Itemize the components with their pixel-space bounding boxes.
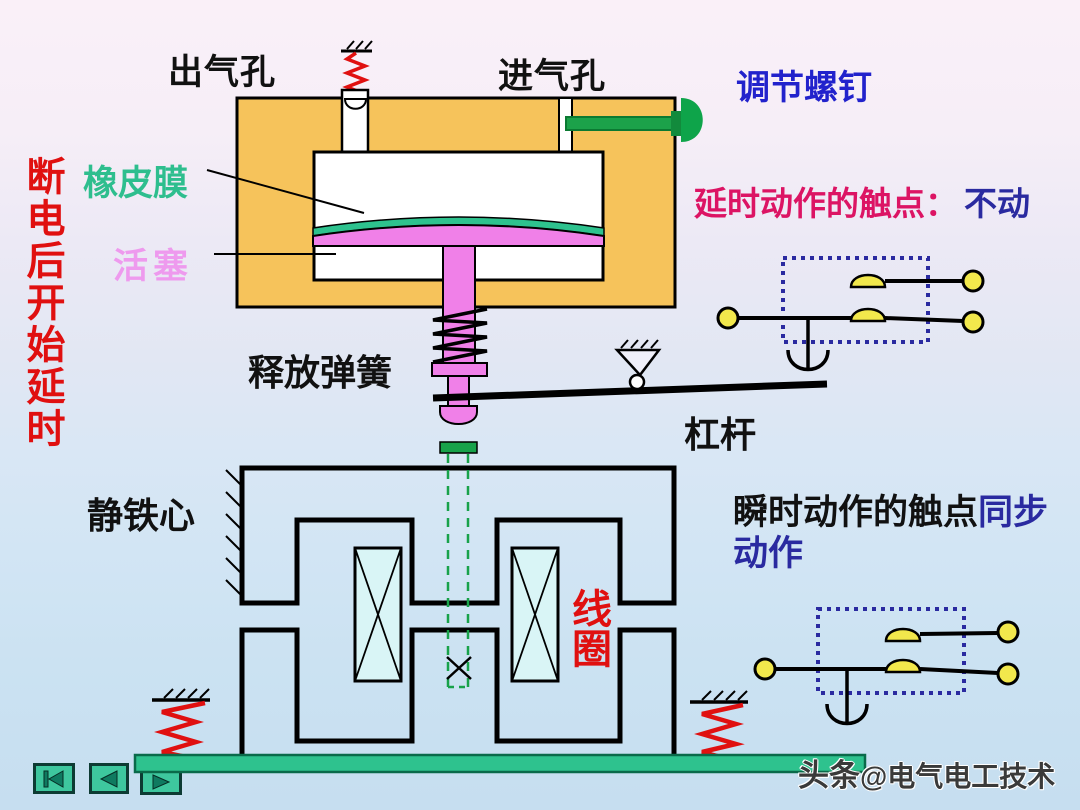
piston <box>312 224 605 247</box>
pivot-triangle <box>614 348 662 377</box>
delayed-contact-symbol <box>716 256 985 372</box>
instant-contact-state-1: 同步 <box>978 493 1049 532</box>
pivot-pin <box>628 373 646 391</box>
outlet-tube <box>340 88 370 155</box>
rubber-membrane <box>312 216 605 237</box>
rubber-membrane-label: 橡皮膜 <box>83 164 189 203</box>
instant-contact-symbol <box>753 607 1020 726</box>
valve-spring <box>341 40 373 93</box>
instant-contact-label: 瞬时动作的触点 <box>733 493 979 532</box>
release-spring-label: 释放弹簧 <box>248 352 393 393</box>
armature-spring-left <box>152 688 210 760</box>
outlet-hole-label: 出气孔 <box>168 53 277 92</box>
watermark-brand: 头条 <box>798 758 860 793</box>
pneumatic-chamber <box>235 88 677 365</box>
instant-contact-caption: 瞬时动作的触点同步动作 <box>733 492 1068 574</box>
piston-rod <box>442 245 476 365</box>
coil-left <box>353 546 403 683</box>
lever <box>432 380 828 402</box>
outlet-valve-dome <box>343 98 368 110</box>
lever-label: 杠杆 <box>684 414 757 455</box>
static-core <box>239 465 677 606</box>
nav-first-button[interactable] <box>33 763 75 794</box>
adjusting-screw <box>565 98 703 142</box>
base-bar <box>133 753 867 774</box>
armature-spring-right <box>690 690 748 760</box>
watermark-handle: @电气电工技术 <box>860 761 1056 792</box>
air-chamber <box>312 150 605 282</box>
delayed-contact-label: 延时动作的触点： <box>694 185 958 222</box>
static-core-label: 静铁心 <box>87 495 196 536</box>
hidden-rod-dashed <box>446 454 472 689</box>
skip-to-first-icon <box>43 769 64 788</box>
piston-label: 活塞 <box>113 247 194 286</box>
wall-hatching <box>225 469 243 597</box>
leader-lines <box>206 169 365 255</box>
coil-label: 线圈 <box>566 588 610 668</box>
delayed-contact-caption: 延时动作的触点：不动 <box>694 177 1030 225</box>
release-spring <box>432 307 488 364</box>
lever-assembly <box>432 339 828 402</box>
inlet-tube <box>558 97 573 156</box>
coil-right <box>510 546 560 683</box>
side-note-label: 断电后开始延时 <box>21 156 64 450</box>
watermark: 头条 @电气电工技术 <box>798 750 1055 795</box>
inlet-hole-label: 进气孔 <box>498 57 607 96</box>
previous-icon <box>99 769 118 788</box>
instant-contact-state-2: 动作 <box>733 534 804 573</box>
nav-previous-button[interactable] <box>89 763 129 794</box>
release-spring-assembly <box>431 307 488 454</box>
next-icon <box>152 773 171 790</box>
rod-connector <box>439 441 478 454</box>
adjust-screw-label: 调节螺钉 <box>736 69 872 107</box>
delayed-contact-state: 不动 <box>964 185 1030 222</box>
nav-next-button[interactable] <box>140 768 182 795</box>
